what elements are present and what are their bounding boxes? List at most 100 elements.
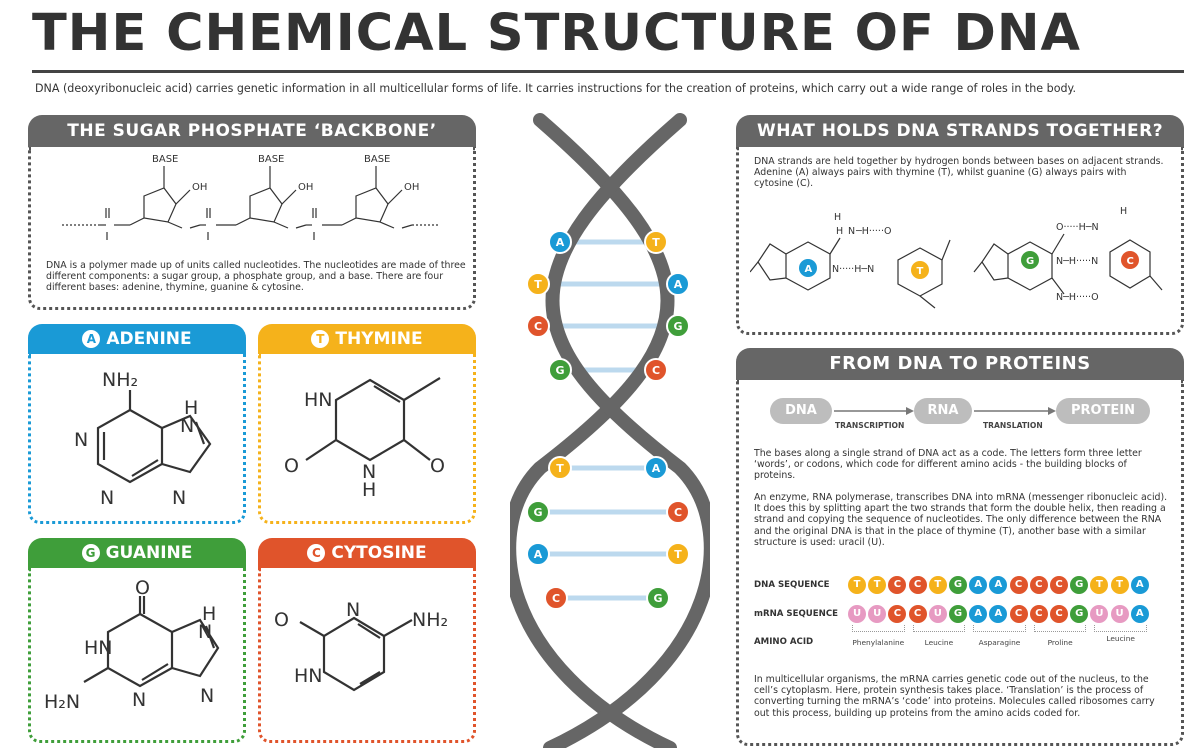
helix-node-label: C (674, 506, 682, 519)
svg-text:N: N (198, 621, 212, 643)
adenine-structure: NH₂ N N N H N (74, 369, 212, 509)
flow-arrows (834, 407, 1056, 415)
proteins-panel (736, 380, 1184, 746)
cytosine-structure: O N NH₂ HN (274, 599, 448, 692)
codon-bracket (1094, 625, 1147, 632)
svg-text:HN: HN (294, 665, 323, 687)
helix-node-left (526, 500, 550, 524)
svg-text:N·····H─N: N·····H─N (832, 264, 874, 275)
dna-nucleotide: T (868, 576, 887, 594)
pair-cytosine-node (1121, 251, 1139, 269)
mrna-nucleotide: U (1110, 605, 1129, 623)
thymine-name: THYMINE (335, 329, 423, 349)
helix-node-label: C (652, 364, 660, 377)
dna-sequence-label: DNA SEQUENCE (754, 580, 830, 590)
svg-text:HN: HN (304, 389, 333, 411)
amino-acid-name: Leucine (924, 638, 954, 647)
guanine-panel (28, 568, 246, 743)
svg-text:N: N (132, 689, 146, 711)
svg-text:H: H (834, 212, 841, 223)
helix-node-label: T (652, 236, 660, 249)
oh-label-1: OH (192, 182, 207, 193)
codon-bracket (1033, 625, 1087, 632)
guanine-name: GUANINE (105, 543, 193, 563)
sugar-1 (129, 166, 201, 229)
pair-adenine-node (799, 259, 817, 277)
mrna-sequence-label: mRNA SEQUENCE (754, 609, 838, 619)
title-divider (32, 70, 1184, 73)
amino-acid-name: Asparagine (978, 638, 1021, 647)
svg-text:H: H (836, 226, 843, 237)
svg-text:G: G (1026, 256, 1034, 267)
svg-text:O: O (274, 609, 289, 631)
svg-text:NH₂: NH₂ (412, 609, 448, 631)
codon-bracket (973, 625, 1026, 632)
strands-heading: WHAT HOLDS DNA STRANDS TOGETHER? (736, 115, 1184, 147)
helix-node-right (666, 314, 690, 338)
thymine-structure: HN O N H O (284, 377, 445, 501)
mrna-nucleotide: C (888, 605, 907, 623)
dna-nucleotide: A (969, 576, 988, 594)
codon-bracket (912, 625, 966, 632)
helix-node-left (526, 272, 550, 296)
mrna-nucleotide: U (1090, 605, 1109, 623)
thymine-heading: T THYMINE (258, 324, 476, 354)
base-label-1: BASE (152, 154, 178, 165)
thymine-letter-icon: T (311, 330, 330, 348)
codon-bracket (852, 625, 905, 632)
amino-acid-name: Phenylalanine (852, 638, 905, 647)
cytosine-letter-icon: C (307, 544, 326, 562)
svg-text:N: N (200, 685, 214, 707)
helix-node-right (646, 586, 670, 610)
guanine-letter-icon: G (81, 544, 100, 562)
mrna-nucleotide: U (928, 605, 947, 623)
intro-text: DNA (deoxyribonucleic acid) carries gene… (35, 82, 1077, 95)
helix-node-left (548, 358, 572, 382)
backbone-text: DNA is a polymer made up of units called… (46, 260, 466, 294)
dna-nucleotide: G (949, 576, 967, 594)
adenine-letter-icon: A (82, 330, 101, 348)
strands-panel (736, 147, 1184, 335)
proteins-heading: FROM DNA TO PROTEINS (736, 348, 1184, 380)
proteins-para-2: An enzyme, RNA polymerase, transcribes D… (754, 492, 1168, 548)
helix-node-right (666, 542, 690, 566)
mrna-nucleotide: A (1130, 605, 1149, 623)
helix-node-label: T (556, 462, 564, 475)
page-title: THE CHEMICAL STRUCTURE OF DNA (32, 4, 1082, 63)
phosphate-2 (200, 208, 236, 240)
svg-text:N─H·····O: N─H·····O (1056, 292, 1099, 303)
gc-pair-structure (973, 233, 1163, 295)
phosphate-3 (306, 208, 342, 240)
helix-node-label: T (674, 548, 682, 561)
helix-node-left (548, 456, 572, 480)
flow-translation-label: TRANSLATION (983, 421, 1043, 430)
phosphate-1 (98, 208, 130, 240)
flow-protein: PROTEIN (1056, 398, 1150, 424)
flow-transcription-label: TRANSCRIPTION (835, 421, 905, 430)
svg-text:N: N (180, 415, 194, 437)
sequence-area (0, 0, 1, 1)
cytosine-name: CYTOSINE (331, 543, 427, 563)
flow-dna: DNA (770, 398, 832, 424)
helix-node-label: C (534, 320, 542, 333)
svg-text:C: C (1127, 256, 1134, 267)
base-label-2: BASE (258, 154, 284, 165)
mrna-nucleotide: A (989, 605, 1008, 623)
amino-acid-label: AMINO ACID (754, 637, 814, 647)
oh-label-3: OH (404, 182, 419, 193)
pair-thymine-node (911, 261, 929, 279)
svg-text:N: N (362, 461, 376, 483)
helix-node-right (644, 230, 668, 254)
base-label-3: BASE (364, 154, 390, 165)
mrna-nucleotide: A (969, 605, 988, 623)
svg-text:O: O (284, 455, 299, 477)
backbone-diagram: BASE BASE BASE OH OH OH (62, 154, 440, 240)
dna-nucleotide: T (928, 576, 947, 594)
mrna-nucleotide: C (1029, 605, 1048, 623)
svg-text:T: T (917, 266, 924, 277)
proteins-para-1: The bases along a single strand of DNA a… (754, 448, 1142, 482)
helix-node-label: G (555, 364, 564, 377)
guanine-structure: O HN H₂N N N H N (44, 577, 220, 713)
thymine-panel (258, 354, 476, 524)
